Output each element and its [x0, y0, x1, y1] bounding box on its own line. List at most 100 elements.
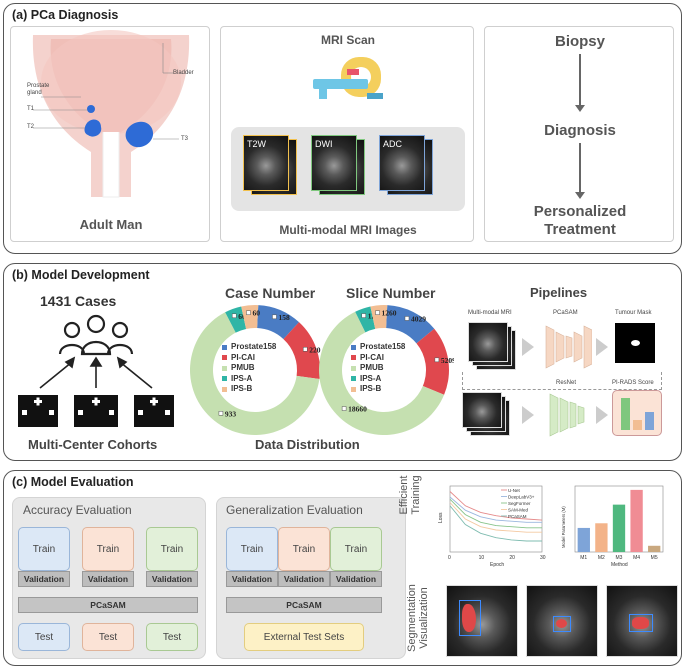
case-slice-pmub	[189, 312, 320, 435]
resnet-label: ResNet	[556, 380, 577, 386]
flow-arrow-1-head	[575, 105, 585, 112]
flow-treatment: Treatment	[544, 221, 616, 238]
mri-caption: Multi-modal MRI Images	[279, 223, 417, 237]
loss-series-segformer	[449, 498, 542, 529]
slice-slice-ips-a	[355, 306, 376, 333]
panel-b	[3, 263, 682, 461]
legend-swatch	[351, 344, 356, 350]
slice-slice-pmub	[319, 311, 445, 435]
gen-validation-2: Validation	[278, 571, 330, 587]
efficient-label-2: Training	[410, 475, 422, 515]
case-label-marker	[231, 313, 237, 319]
slice-label-marker	[361, 313, 367, 318]
prostate-label: Prostate	[27, 83, 50, 89]
cohort-caption: Multi-Center Cohorts	[28, 437, 158, 452]
mri-scan-title: MRI Scan	[320, 33, 375, 47]
slice-slice-ips-b	[370, 305, 388, 329]
pcasam-network-icon	[545, 325, 592, 369]
dwi-label: DWI	[315, 139, 333, 149]
t1-label: T1	[27, 106, 35, 112]
generalization-eval-title: Generalization Evaluation	[226, 503, 363, 517]
legend-swatch	[222, 386, 227, 392]
pipeline-arrow-1	[522, 338, 534, 356]
external-test-sets: External Test Sets	[244, 623, 364, 651]
params-xlabel: Method	[611, 562, 628, 568]
pirads-label: PI-RADS Score	[612, 380, 654, 386]
legend-entry-ips-b: IPS-B	[351, 384, 405, 395]
gen-train-3: Train	[330, 527, 382, 571]
case-label-marker	[218, 411, 224, 416]
case-slice-pi-cai	[283, 322, 320, 380]
loss-xlabel: Epoch	[490, 562, 504, 568]
anatomy-illustration	[32, 30, 190, 198]
gen-pcasam-bar: PCaSAM	[226, 597, 382, 613]
seg-label-2: Visualization	[418, 587, 430, 649]
accuracy-eval-title: Accuracy Evaluation	[23, 503, 132, 517]
loss-legend-label: U-Net	[508, 488, 521, 493]
flow-arrow-2-head	[575, 192, 585, 199]
seg-label-1: Segmentation	[406, 584, 418, 652]
pipeline-input-2-image	[462, 392, 502, 428]
cohort-diagram	[18, 314, 174, 427]
acc-validation-3: Validation	[146, 571, 198, 587]
gland-label: gland	[27, 90, 42, 96]
acc-validation-2: Validation	[82, 571, 134, 587]
loss-ylabel: Loss	[438, 512, 444, 523]
params-bar-m4	[630, 489, 643, 552]
flow-arrow-1	[579, 54, 581, 106]
legend-swatch	[351, 355, 356, 361]
panel-a-title: (a) PCa Diagnosis	[12, 8, 119, 22]
loss-series-u-net	[449, 491, 543, 521]
legend-entry-ips-a: IPS-A	[222, 374, 276, 385]
slice-number-title: Slice Number	[346, 285, 436, 301]
loss-legend-label: PCaSAM	[508, 514, 527, 519]
panel-c-title: (c) Model Evaluation	[12, 475, 134, 489]
flow-arrow-2	[579, 143, 581, 193]
cases-count: 1431 Cases	[40, 293, 117, 309]
mri-box: MRI Scan T2W DWI ADC Multi-modal MRI Ima…	[220, 26, 474, 242]
tumour-mask-image	[615, 323, 655, 363]
legend-entry-pi-cai: PI-CAI	[222, 353, 276, 364]
legend-entry-ips-a: IPS-A	[351, 374, 405, 385]
case-slice-ips-a	[225, 306, 247, 333]
params-bar-m2	[595, 523, 608, 552]
tumour-mask-label: Tumour Mask	[615, 310, 652, 316]
legend-swatch	[222, 376, 227, 382]
loss-xtick: 0	[448, 555, 451, 561]
slice-value-label: 18660	[348, 405, 367, 414]
legend-entry-pmub: PMUB	[222, 363, 276, 374]
params-bar-m1	[577, 527, 590, 552]
legend-swatch	[351, 386, 356, 392]
legend-label: PMUB	[360, 363, 384, 372]
params-xtick: M2	[598, 555, 605, 561]
case-slice-ips-b	[241, 305, 259, 329]
params-bar-m3	[612, 504, 626, 552]
anatomy-box: Bladder Prostate gland T1 T2 T3 Adult Ma…	[10, 26, 210, 242]
flow-diagnosis: Diagnosis	[544, 122, 616, 139]
efficient-training-label: Efficient Training	[398, 455, 422, 535]
seg-result-1	[446, 585, 518, 657]
params-xtick: M5	[651, 555, 658, 561]
legend-label: PMUB	[231, 363, 255, 372]
legend-entry-ips-b: IPS-B	[222, 384, 276, 395]
legend-label: IPS-B	[360, 384, 382, 393]
gen-train-2: Train	[278, 527, 330, 571]
case-label-marker	[246, 310, 251, 315]
loss-legend-label: DeepLabV3+	[508, 495, 535, 500]
case-label-marker	[302, 347, 308, 352]
legend-swatch	[351, 365, 356, 371]
legend-swatch	[351, 376, 356, 382]
legend-label: IPS-A	[231, 373, 253, 383]
slice-slice-pi-cai	[416, 328, 449, 395]
seg-result-3	[606, 585, 678, 657]
slice-value-label: 4029	[411, 314, 426, 323]
legend-entry-prostate158: Prostate158	[351, 342, 405, 353]
diagnosis-flow-box: Biopsy Diagnosis Personalized Treatment	[484, 26, 674, 242]
adult-man-caption: Adult Man	[79, 217, 143, 232]
acc-train-2: Train	[82, 527, 134, 571]
params-xtick: M1	[580, 555, 587, 561]
slice-value-label: 1260	[382, 309, 397, 318]
loss-series-deeplabv3+	[449, 496, 542, 523]
loss-series-pcasam	[449, 505, 542, 542]
gen-validation-1: Validation	[226, 571, 278, 587]
